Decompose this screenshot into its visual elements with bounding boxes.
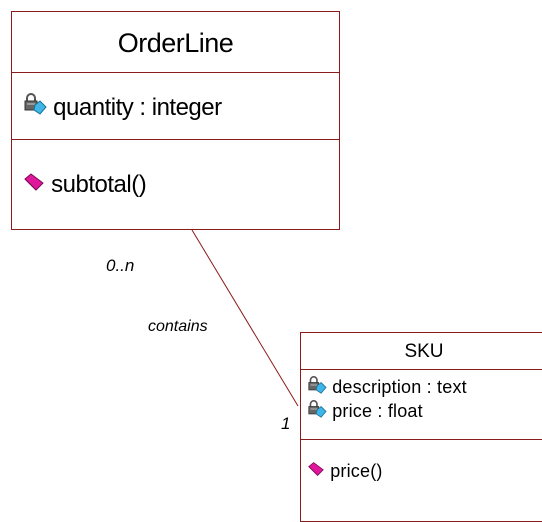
class-name: SKU	[404, 341, 444, 362]
operation-icon	[23, 171, 45, 199]
attributes-compartment: description : text price : float	[301, 369, 542, 439]
private-attribute-icon	[307, 376, 327, 399]
class-sku[interactable]: SKU description : text	[300, 332, 542, 522]
class-name: OrderLine	[117, 28, 234, 58]
association-role-label: contains	[148, 318, 208, 335]
operations-compartment: subtotal()	[12, 139, 339, 229]
operation-price[interactable]: price()	[307, 460, 383, 482]
operations-compartment: price()	[301, 439, 542, 519]
attribute-price[interactable]: price : float	[307, 400, 423, 423]
private-attribute-icon	[23, 93, 47, 122]
association-line[interactable]	[191, 229, 299, 407]
multiplicity-sku: 1	[281, 414, 291, 433]
association-layer	[191, 229, 299, 407]
class-orderline[interactable]: OrderLine quantity : integer	[11, 11, 340, 230]
attribute-description[interactable]: description : text	[307, 376, 467, 399]
attributes-compartment: quantity : integer	[12, 72, 339, 139]
attribute-quantity[interactable]: quantity : integer	[23, 93, 222, 122]
operation-icon	[307, 461, 325, 482]
diagram-canvas: OrderLine quantity : integer	[11, 11, 542, 522]
private-attribute-icon	[307, 400, 327, 423]
multiplicity-orderline: 0..n	[106, 256, 135, 275]
operation-subtotal[interactable]: subtotal()	[23, 170, 147, 199]
